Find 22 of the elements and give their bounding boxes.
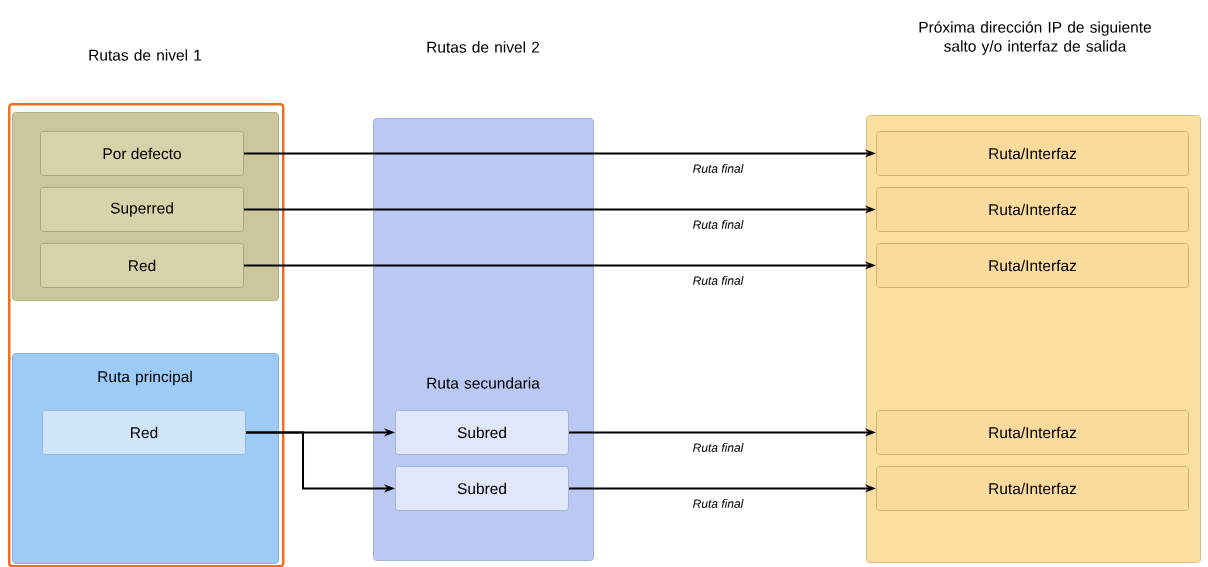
heading: Rutas de nivel 1: [89, 49, 202, 61]
route-button: Subred: [395, 466, 569, 511]
edge-label: Ruta final: [693, 220, 744, 229]
heading: Próxima dirección IP de siguiente salto y/o interfaz de salida: [919, 21, 1151, 55]
edge-label: Ruta final: [693, 164, 744, 173]
route-button: Ruta/Interfaz: [876, 466, 1189, 511]
route-button: Red: [40, 243, 244, 288]
route-button: Ruta/Interfaz: [876, 187, 1189, 232]
route-button: Ruta/Interfaz: [876, 410, 1189, 455]
route-button: Subred: [395, 410, 569, 455]
edge-label: Ruta final: [693, 443, 744, 452]
route-button: Ruta/Interfaz: [876, 131, 1189, 176]
route-button: Red: [42, 410, 246, 455]
node-label: Ruta secundaria: [427, 377, 540, 389]
route-button: Superred: [40, 187, 244, 232]
heading: Rutas de nivel 2 Ruta secundaria: [427, 41, 540, 389]
route-button: Ruta/Interfaz: [876, 243, 1189, 288]
route-button: Por defecto: [40, 131, 244, 176]
node-label: Rutas de nivel 2: [427, 41, 540, 53]
edge-label: Ruta final: [693, 499, 744, 508]
edge-label: Ruta final: [693, 276, 744, 285]
heading: Ruta principal: [98, 370, 192, 386]
